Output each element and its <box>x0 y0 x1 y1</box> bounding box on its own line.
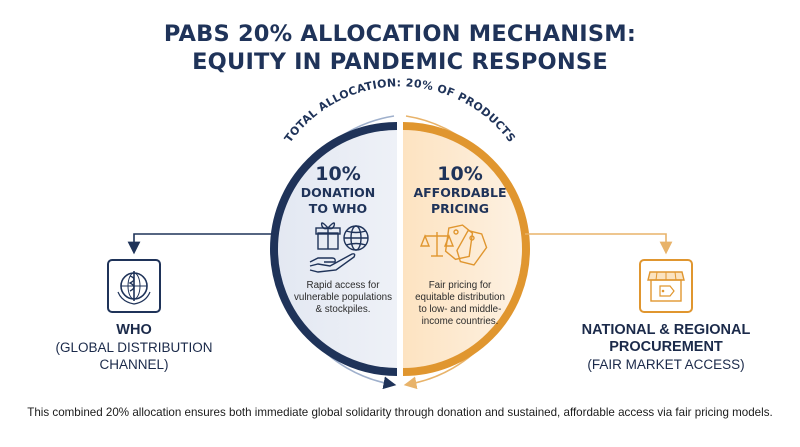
right-heading-line1: AFFORDABLE <box>413 185 507 200</box>
right-half-text: 10% AFFORDABLE PRICING <box>400 163 520 217</box>
left-desc-line2: vulnerable populations <box>293 292 393 303</box>
gift-icon <box>315 222 341 250</box>
page-title-line2: EQUITY IN PANDEMIC RESPONSE <box>192 49 608 75</box>
hand-icon <box>309 253 356 273</box>
procurement-node-label: NATIONAL & REGIONAL PROCUREMENT (FAIR MA… <box>576 322 756 373</box>
right-desc-line3: to low- and middle- <box>418 304 502 315</box>
who-emblem-icon <box>107 259 161 313</box>
left-half-text: 10% DONATION TO WHO <box>282 163 394 217</box>
left-rim <box>270 122 398 376</box>
right-desc-line2: equitable distribution <box>415 292 505 303</box>
storefront-icon <box>639 259 693 313</box>
procurement-label-line3: (FAIR MARKET ACCESS) <box>587 357 745 372</box>
page-title-line1: PABS 20% ALLOCATION MECHANISM: <box>163 21 637 47</box>
who-label-line2: (GLOBAL DISTRIBUTION <box>55 340 213 355</box>
procurement-label-line2: PROCUREMENT <box>609 339 723 355</box>
left-desc-line1: Rapid access for <box>306 280 380 291</box>
globe-icon <box>343 225 369 251</box>
who-label-bold: WHO <box>116 322 152 338</box>
arc-label: TOTAL ALLOCATION: 20% OF PRODUCTS <box>282 76 518 145</box>
connector-left <box>127 233 275 255</box>
right-half-desc: Fair pricing for equitable distribution … <box>400 280 520 328</box>
footer-note: This combined 20% allocation ensures bot… <box>27 406 773 419</box>
scales-icon <box>419 232 455 257</box>
connector-right <box>525 233 673 255</box>
procurement-label-line1: NATIONAL & REGIONAL <box>581 322 751 338</box>
price-tags-icon <box>444 224 488 266</box>
right-percent: 10% <box>437 163 483 185</box>
left-heading-line1: DONATION <box>300 185 376 200</box>
right-half-fill <box>403 130 522 368</box>
left-heading-line2: TO WHO <box>308 201 368 216</box>
who-label-line3: CHANNEL) <box>99 357 169 372</box>
right-rim <box>402 122 530 376</box>
left-half-desc: Rapid access for vulnerable populations … <box>282 280 404 316</box>
left-desc-line3: & stockpiles. <box>315 304 371 315</box>
right-heading-line2: PRICING <box>431 201 489 216</box>
who-node-label: WHO (GLOBAL DISTRIBUTION CHANNEL) <box>54 322 214 373</box>
left-percent: 10% <box>315 163 361 185</box>
right-desc-line1: Fair pricing for <box>428 280 492 291</box>
right-desc-line4: income countries. <box>421 316 499 327</box>
